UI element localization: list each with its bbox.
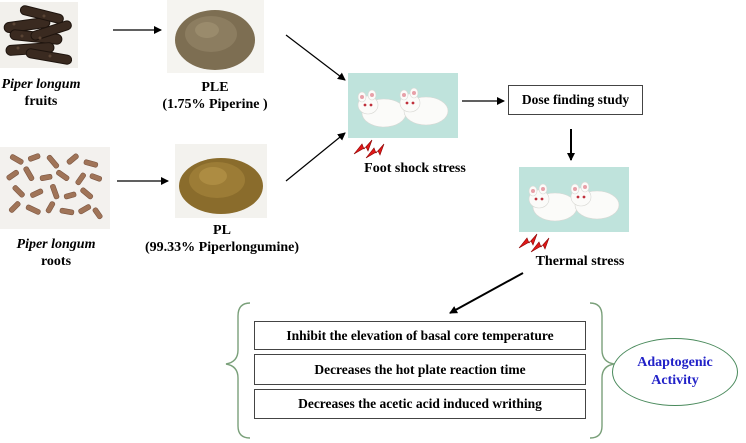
- foot-shock-stress-label: Foot shock stress: [364, 161, 466, 176]
- ple-detail: (1.75% Piperine ): [162, 97, 268, 112]
- fruits-part: fruits: [24, 94, 58, 109]
- roots-species-name: Piper longum: [16, 237, 96, 252]
- right-curly-bracket: [589, 302, 615, 439]
- pl-powder-photo: [175, 144, 267, 218]
- roots-part: roots: [40, 254, 72, 269]
- outcome-line1: Adaptogenic: [637, 355, 713, 370]
- mice-photo-foot-shock: [348, 73, 458, 138]
- result-box: Decreases the hot plate reaction time: [254, 354, 586, 385]
- result-box: Decreases the acetic acid induced writhi…: [254, 389, 586, 419]
- piper-longum-fruits-photo: [0, 2, 78, 68]
- ple-name: PLE: [201, 80, 229, 95]
- outcome-line2: Activity: [651, 373, 699, 388]
- lightning-bolt-icon: [517, 232, 557, 254]
- piper-longum-roots-photo: [0, 147, 110, 229]
- pl-label: PL (99.33% Piperlongumine): [136, 222, 308, 256]
- ple-powder-photo: [167, 0, 264, 73]
- lightning-bolt-icon: [352, 138, 392, 160]
- adaptogenic-activity-ellipse: Adaptogenic Activity: [612, 338, 738, 406]
- mice-photo-thermal: [519, 167, 629, 232]
- result-box: Inhibit the elevation of basal core temp…: [254, 321, 586, 350]
- thermal-stress-label: Thermal stress: [535, 254, 625, 269]
- arrow-ple-to-mice: [285, 34, 346, 81]
- pl-name: PL: [213, 223, 231, 238]
- left-curly-bracket: [225, 302, 251, 439]
- arrow-thermal-to-results: [449, 272, 524, 314]
- pl-detail: (99.33% Piperlongumine): [145, 240, 299, 255]
- fruits-label: Piper longum fruits: [0, 76, 82, 110]
- roots-label: Piper longum roots: [0, 236, 112, 270]
- arrow-pl-to-mice: [285, 132, 346, 182]
- fruits-species-name: Piper longum: [1, 77, 81, 92]
- ple-label: PLE (1.75% Piperine ): [150, 79, 280, 113]
- dose-finding-study-box: Dose finding study: [508, 85, 643, 115]
